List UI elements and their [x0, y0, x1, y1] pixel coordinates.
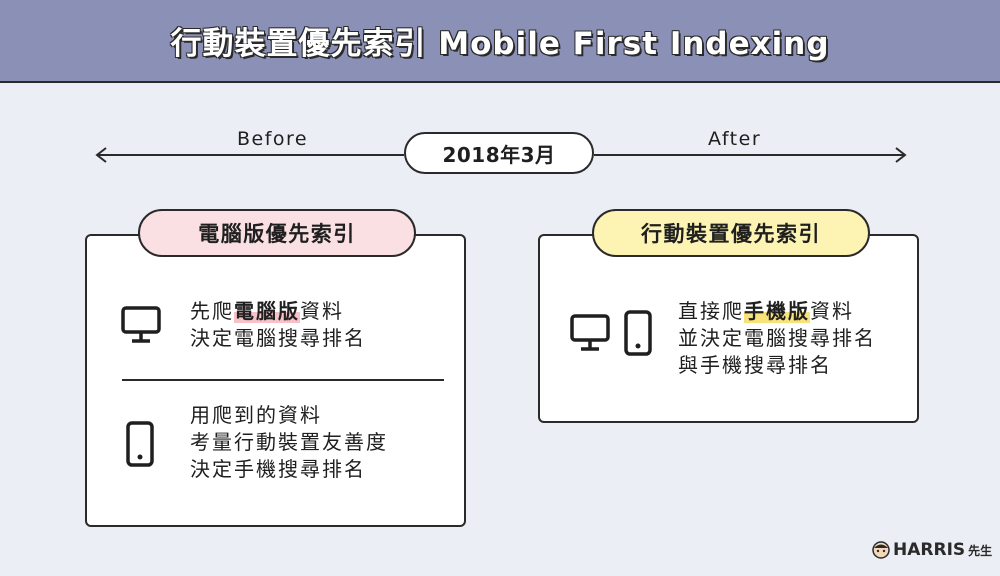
header-banner: 行動裝置優先索引 Mobile First Indexing [0, 0, 1000, 83]
smartphone-icon [126, 421, 154, 467]
text-line: 考量行動裝置友善度 [190, 430, 388, 454]
timeline-arrow [95, 147, 907, 163]
desktop-first-title: 電腦版優先索引 [138, 209, 416, 257]
text-line: 並決定電腦搜尋排名 [678, 326, 876, 350]
desktop-first-step2: 用爬到的資料 考量行動裝置友善度 決定手機搜尋排名 [190, 402, 388, 483]
page-title: 行動裝置優先索引 Mobile First Indexing [170, 26, 830, 62]
date-badge: 2018年3月 [404, 132, 594, 174]
panel-divider [122, 379, 444, 381]
text-fragment: 資料 [300, 299, 344, 323]
before-label: Before [237, 128, 309, 150]
highlight-mobile-version: 手機版 [744, 299, 810, 323]
text-line: 用爬到的資料 [190, 403, 322, 427]
text-fragment: 先爬 [190, 299, 234, 323]
harris-avatar-icon [872, 541, 890, 559]
desktop-monitor-icon [570, 314, 610, 351]
mobile-first-description: 直接爬手機版資料 並決定電腦搜尋排名 與手機搜尋排名 [678, 298, 876, 379]
brand-watermark: HARRIS 先生 [872, 539, 992, 561]
mobile-first-title: 行動裝置優先索引 [592, 209, 870, 257]
smartphone-icon [624, 310, 652, 356]
after-label: After [708, 128, 762, 150]
text-fragment: 資料 [810, 299, 854, 323]
text-fragment: 直接爬 [678, 299, 744, 323]
mobile-first-panel [538, 234, 919, 423]
desktop-monitor-icon [121, 306, 161, 343]
brand-name: HARRIS [893, 540, 966, 560]
text-line: 決定手機搜尋排名 [190, 457, 366, 481]
text-line: 決定電腦搜尋排名 [190, 326, 366, 350]
text-line: 與手機搜尋排名 [678, 353, 832, 377]
desktop-first-step1: 先爬電腦版資料 決定電腦搜尋排名 [190, 298, 366, 352]
highlight-desktop-version: 電腦版 [234, 299, 300, 323]
brand-suffix: 先生 [968, 543, 993, 558]
